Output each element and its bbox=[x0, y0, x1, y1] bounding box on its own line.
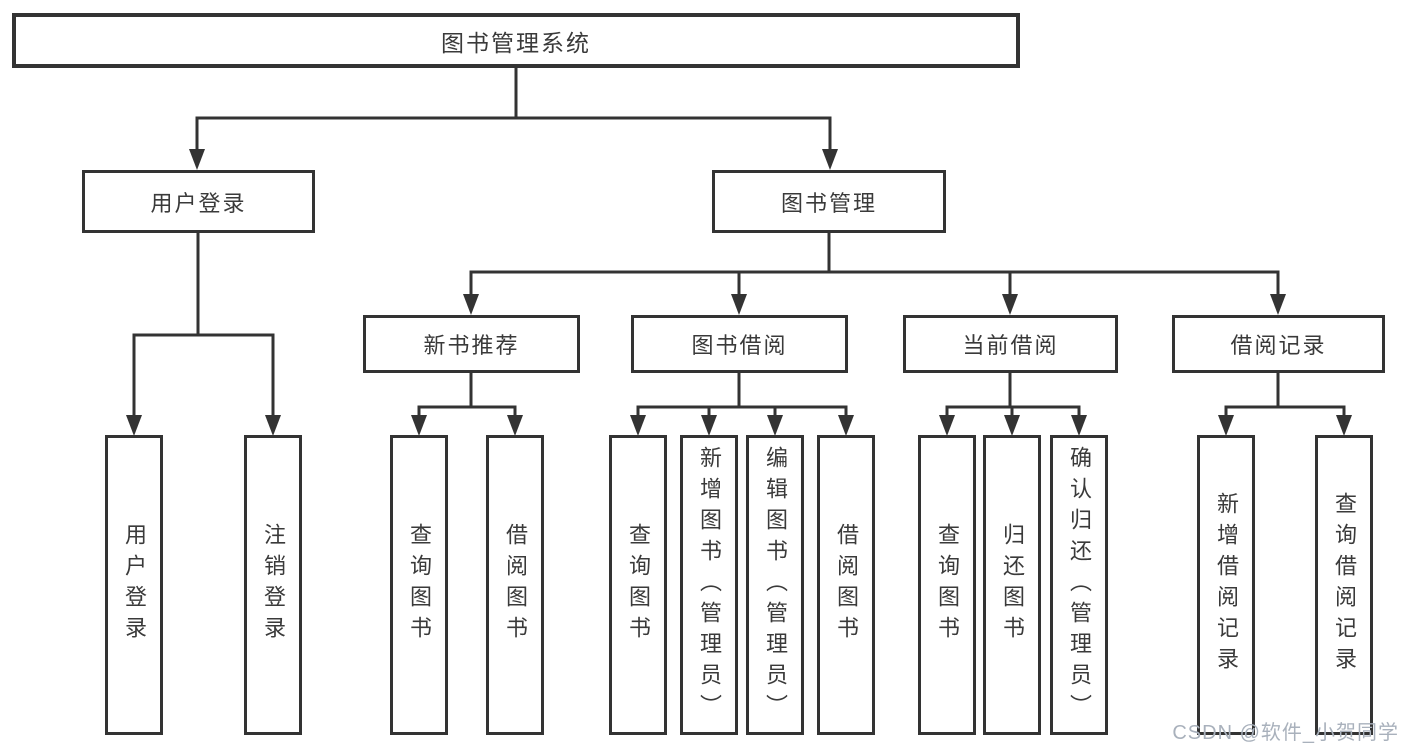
leaf-query-books-current: 查询图书 bbox=[918, 435, 976, 735]
arrowhead bbox=[1336, 415, 1352, 436]
arrowhead bbox=[939, 415, 955, 436]
arrowhead bbox=[1270, 294, 1286, 315]
connector-borrowing-bracket bbox=[636, 405, 848, 416]
connector-userlogin-bracket bbox=[132, 333, 275, 416]
node-root-system: 图书管理系统 bbox=[12, 13, 1020, 68]
leaf-label: 确认归还（管理员） bbox=[1067, 445, 1092, 725]
node-new-book-recommend: 新书推荐 bbox=[363, 315, 580, 373]
leaf-label: 查询图书 bbox=[626, 523, 651, 647]
leaf-user-login: 用户登录 bbox=[105, 435, 163, 735]
arrowhead bbox=[630, 415, 646, 436]
leaf-label: 新增借阅记录 bbox=[1214, 492, 1239, 678]
node-book-management: 图书管理 bbox=[712, 170, 946, 233]
connector-root-bracket bbox=[195, 116, 832, 156]
arrowhead bbox=[411, 415, 427, 436]
arrowhead bbox=[507, 415, 523, 436]
leaf-query-books-recommend: 查询图书 bbox=[390, 435, 448, 735]
arrowhead bbox=[838, 415, 854, 436]
arrowhead bbox=[189, 149, 205, 170]
arrowhead bbox=[265, 415, 281, 436]
arrowhead bbox=[731, 294, 747, 315]
connector-current-bracket bbox=[945, 405, 1081, 416]
leaf-label: 借阅图书 bbox=[834, 523, 859, 647]
csdn-watermark: CSDN @软件_小贺同学 bbox=[1172, 722, 1399, 744]
arrowhead bbox=[767, 415, 783, 436]
leaf-label: 查询图书 bbox=[407, 523, 432, 647]
leaf-label: 注销登录 bbox=[261, 523, 286, 647]
leaf-add-books-admin: 新增图书（管理员） bbox=[680, 435, 738, 735]
node-book-borrowing: 图书借阅 bbox=[631, 315, 848, 373]
arrowhead bbox=[463, 294, 479, 315]
leaf-label: 借阅图书 bbox=[503, 523, 528, 647]
node-current-borrowing: 当前借阅 bbox=[903, 315, 1118, 373]
leaf-query-borrow-record: 查询借阅记录 bbox=[1315, 435, 1373, 735]
leaf-confirm-return-admin: 确认归还（管理员） bbox=[1050, 435, 1108, 735]
arrowhead bbox=[1002, 294, 1018, 315]
leaf-query-books-borrowing: 查询图书 bbox=[609, 435, 667, 735]
leaf-logout: 注销登录 bbox=[244, 435, 302, 735]
arrowhead bbox=[1071, 415, 1087, 436]
leaf-label: 新增图书（管理员） bbox=[697, 445, 722, 725]
node-user-login: 用户登录 bbox=[82, 170, 315, 233]
node-borrowing-records: 借阅记录 bbox=[1172, 315, 1385, 373]
arrowhead bbox=[701, 415, 717, 436]
connector-recommend-bracket bbox=[417, 405, 517, 416]
arrowhead bbox=[822, 149, 838, 170]
leaf-label: 用户登录 bbox=[122, 523, 147, 647]
leaf-label: 查询图书 bbox=[935, 523, 960, 647]
arrowhead bbox=[126, 415, 142, 436]
leaf-label: 查询借阅记录 bbox=[1332, 492, 1357, 678]
leaf-borrow-books-borrowing: 借阅图书 bbox=[817, 435, 875, 735]
connector-records-bracket bbox=[1224, 405, 1346, 416]
arrowhead bbox=[1218, 415, 1234, 436]
leaf-edit-books-admin: 编辑图书（管理员） bbox=[746, 435, 804, 735]
leaf-label: 编辑图书（管理员） bbox=[763, 445, 788, 725]
leaf-return-books: 归还图书 bbox=[983, 435, 1041, 735]
arrowhead bbox=[1004, 415, 1020, 436]
leaf-label: 归还图书 bbox=[1000, 523, 1025, 647]
connector-bookmgmt-bracket bbox=[469, 270, 1280, 296]
leaf-add-borrow-record: 新增借阅记录 bbox=[1197, 435, 1255, 735]
leaf-borrow-books-recommend: 借阅图书 bbox=[486, 435, 544, 735]
